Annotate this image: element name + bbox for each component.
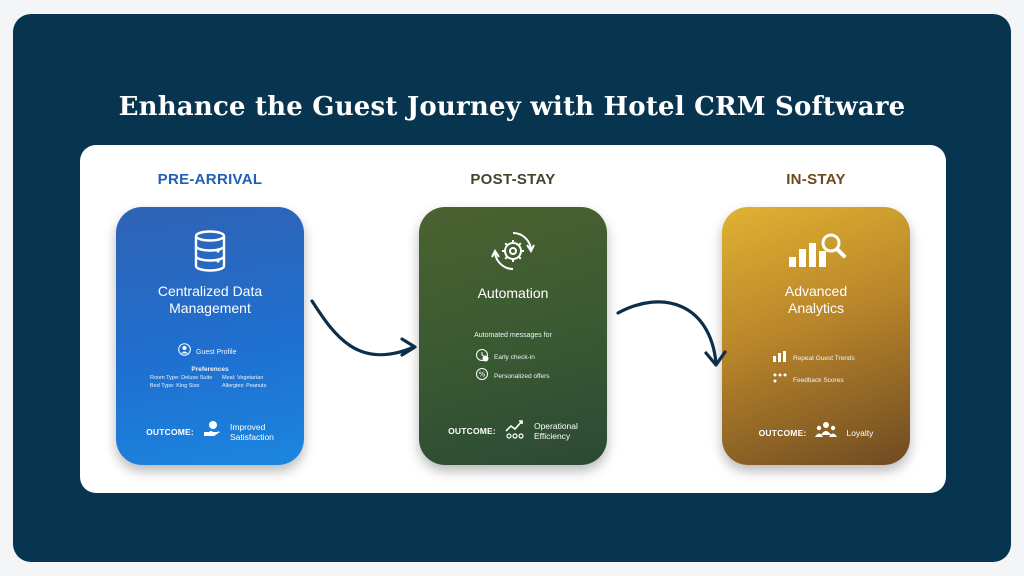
- flow-arrow-1: [310, 299, 417, 357]
- card-automation: Automation Automated messages for Early …: [419, 207, 607, 465]
- messages-heading: Automated messages for: [474, 332, 552, 339]
- analytics-magnifier-icon: [722, 231, 910, 274]
- card-centralized-data: Centralized Data Management Guest Profil…: [116, 207, 304, 465]
- guest-profile-label: Guest Profile: [196, 348, 237, 356]
- loyalty-people-icon: [814, 421, 838, 444]
- message-item: Early check-in: [475, 348, 535, 367]
- analytics-item: Repeat Guest Trends: [772, 349, 855, 367]
- page-title: Enhance the Guest Journey with Hotel CRM…: [118, 92, 906, 122]
- efficiency-chart-icon: [504, 417, 526, 444]
- automation-gear-icon: [419, 229, 607, 278]
- item-repeat-guest-trends: Repeat Guest Trends: [793, 354, 855, 362]
- outcome-label: OUTCOME:: [448, 425, 496, 436]
- user-icon: [178, 343, 191, 361]
- card-title-line1: Centralized Data: [157, 283, 263, 299]
- item-feedback-scores: Feedback Scores: [793, 376, 844, 384]
- message-early-check-in: Early check-in: [494, 354, 535, 361]
- flow-arrow-2: [616, 300, 727, 367]
- preference-bed-type: Bed Type: King Size: [150, 383, 200, 389]
- satisfaction-hand-icon: [202, 420, 222, 443]
- card-title-line2: Analytics: [787, 300, 845, 316]
- outcome-row: OUTCOME: Improved Satisfaction: [116, 420, 304, 443]
- message-item: % Personalized offers: [475, 367, 550, 386]
- background-frame: Enhance the Guest Journey with Hotel CRM…: [13, 14, 1011, 562]
- outcome-value-line2: Efficiency: [533, 430, 571, 441]
- card-title-line1: Automation: [477, 285, 549, 301]
- preferences-heading: Preferences: [191, 366, 229, 373]
- preference-room-type: Room Type: Deluxe Suite: [150, 375, 213, 381]
- preference-meal: Meal: Vegetarian: [222, 375, 264, 381]
- dots-scores-icon: [772, 371, 788, 389]
- check-clock-icon: [475, 348, 489, 367]
- stage-label-pre-arrival: PRE-ARRIVAL: [157, 171, 263, 188]
- outcome-label: OUTCOME:: [146, 426, 194, 437]
- preference-allergies: Allergies: Peanuts: [222, 383, 267, 389]
- outcome-row: OUTCOME: Loyalty: [722, 421, 910, 444]
- outcome-value-line1: Loyalty: [846, 427, 874, 438]
- svg-text:%: %: [479, 371, 486, 379]
- card-advanced-analytics: Advanced Analytics Repeat Guest Trends F…: [722, 207, 910, 465]
- database-icon: [116, 229, 304, 278]
- guest-profile-row: Guest Profile: [178, 343, 236, 361]
- card-title-line2: Management: [169, 300, 251, 316]
- outcome-value-line1: Improved: [229, 421, 266, 432]
- journey-panel: PRE-ARRIVAL POST-STAY IN-STAY Centralize…: [80, 145, 946, 493]
- outcome-value-line1: Operational: [533, 420, 578, 431]
- outcome-value-line2: Satisfaction: [229, 431, 274, 442]
- message-personalized-offers: Personalized offers: [494, 373, 550, 380]
- bar-chart-icon: [772, 349, 788, 367]
- stage-label-post-stay: POST-STAY: [470, 171, 556, 188]
- card-title-line1: Advanced: [784, 283, 848, 299]
- analytics-item: Feedback Scores: [772, 371, 844, 389]
- offer-tag-icon: %: [475, 367, 489, 386]
- outcome-label: OUTCOME:: [758, 427, 807, 438]
- outcome-row: OUTCOME: Operational Efficiency: [419, 417, 607, 444]
- stage-label-in-stay: IN-STAY: [786, 171, 846, 188]
